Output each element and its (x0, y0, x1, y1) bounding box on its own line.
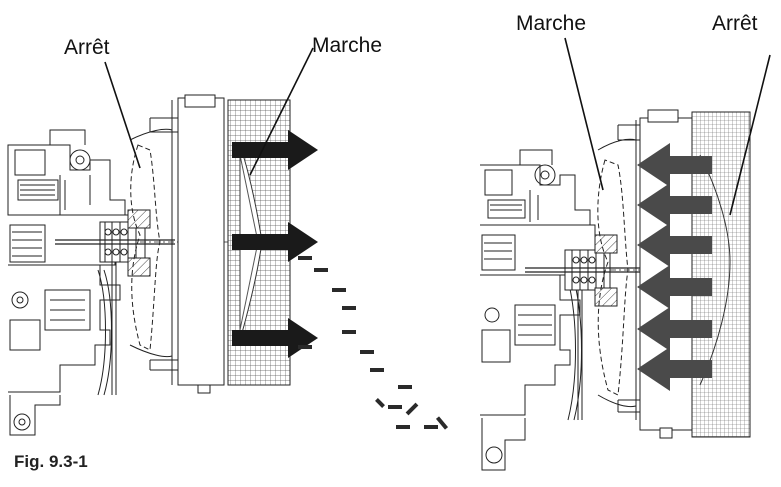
arrow-left-icon (637, 347, 712, 391)
leader-lines (104, 37, 771, 216)
arrow-left-icon (637, 307, 712, 351)
label-right-stop: Arrêt (712, 12, 758, 35)
left-airflow-arrows (232, 130, 318, 358)
label-left-run: Marche (312, 34, 383, 57)
transition-dashes (298, 256, 449, 430)
label-left-stop: Arrêt (64, 36, 110, 59)
arrow-left-icon (637, 143, 712, 187)
arrow-right-icon (232, 318, 318, 358)
figure-caption: Fig. 9.3-1 (14, 452, 88, 471)
right-airflow-arrows (637, 143, 712, 391)
label-right-run: Marche (516, 12, 587, 35)
arrow-left-icon (637, 223, 712, 267)
arrow-left-icon (637, 183, 712, 227)
arrow-right-icon (232, 130, 318, 170)
arrow-right-icon (232, 222, 318, 262)
arrow-left-icon (637, 265, 712, 309)
